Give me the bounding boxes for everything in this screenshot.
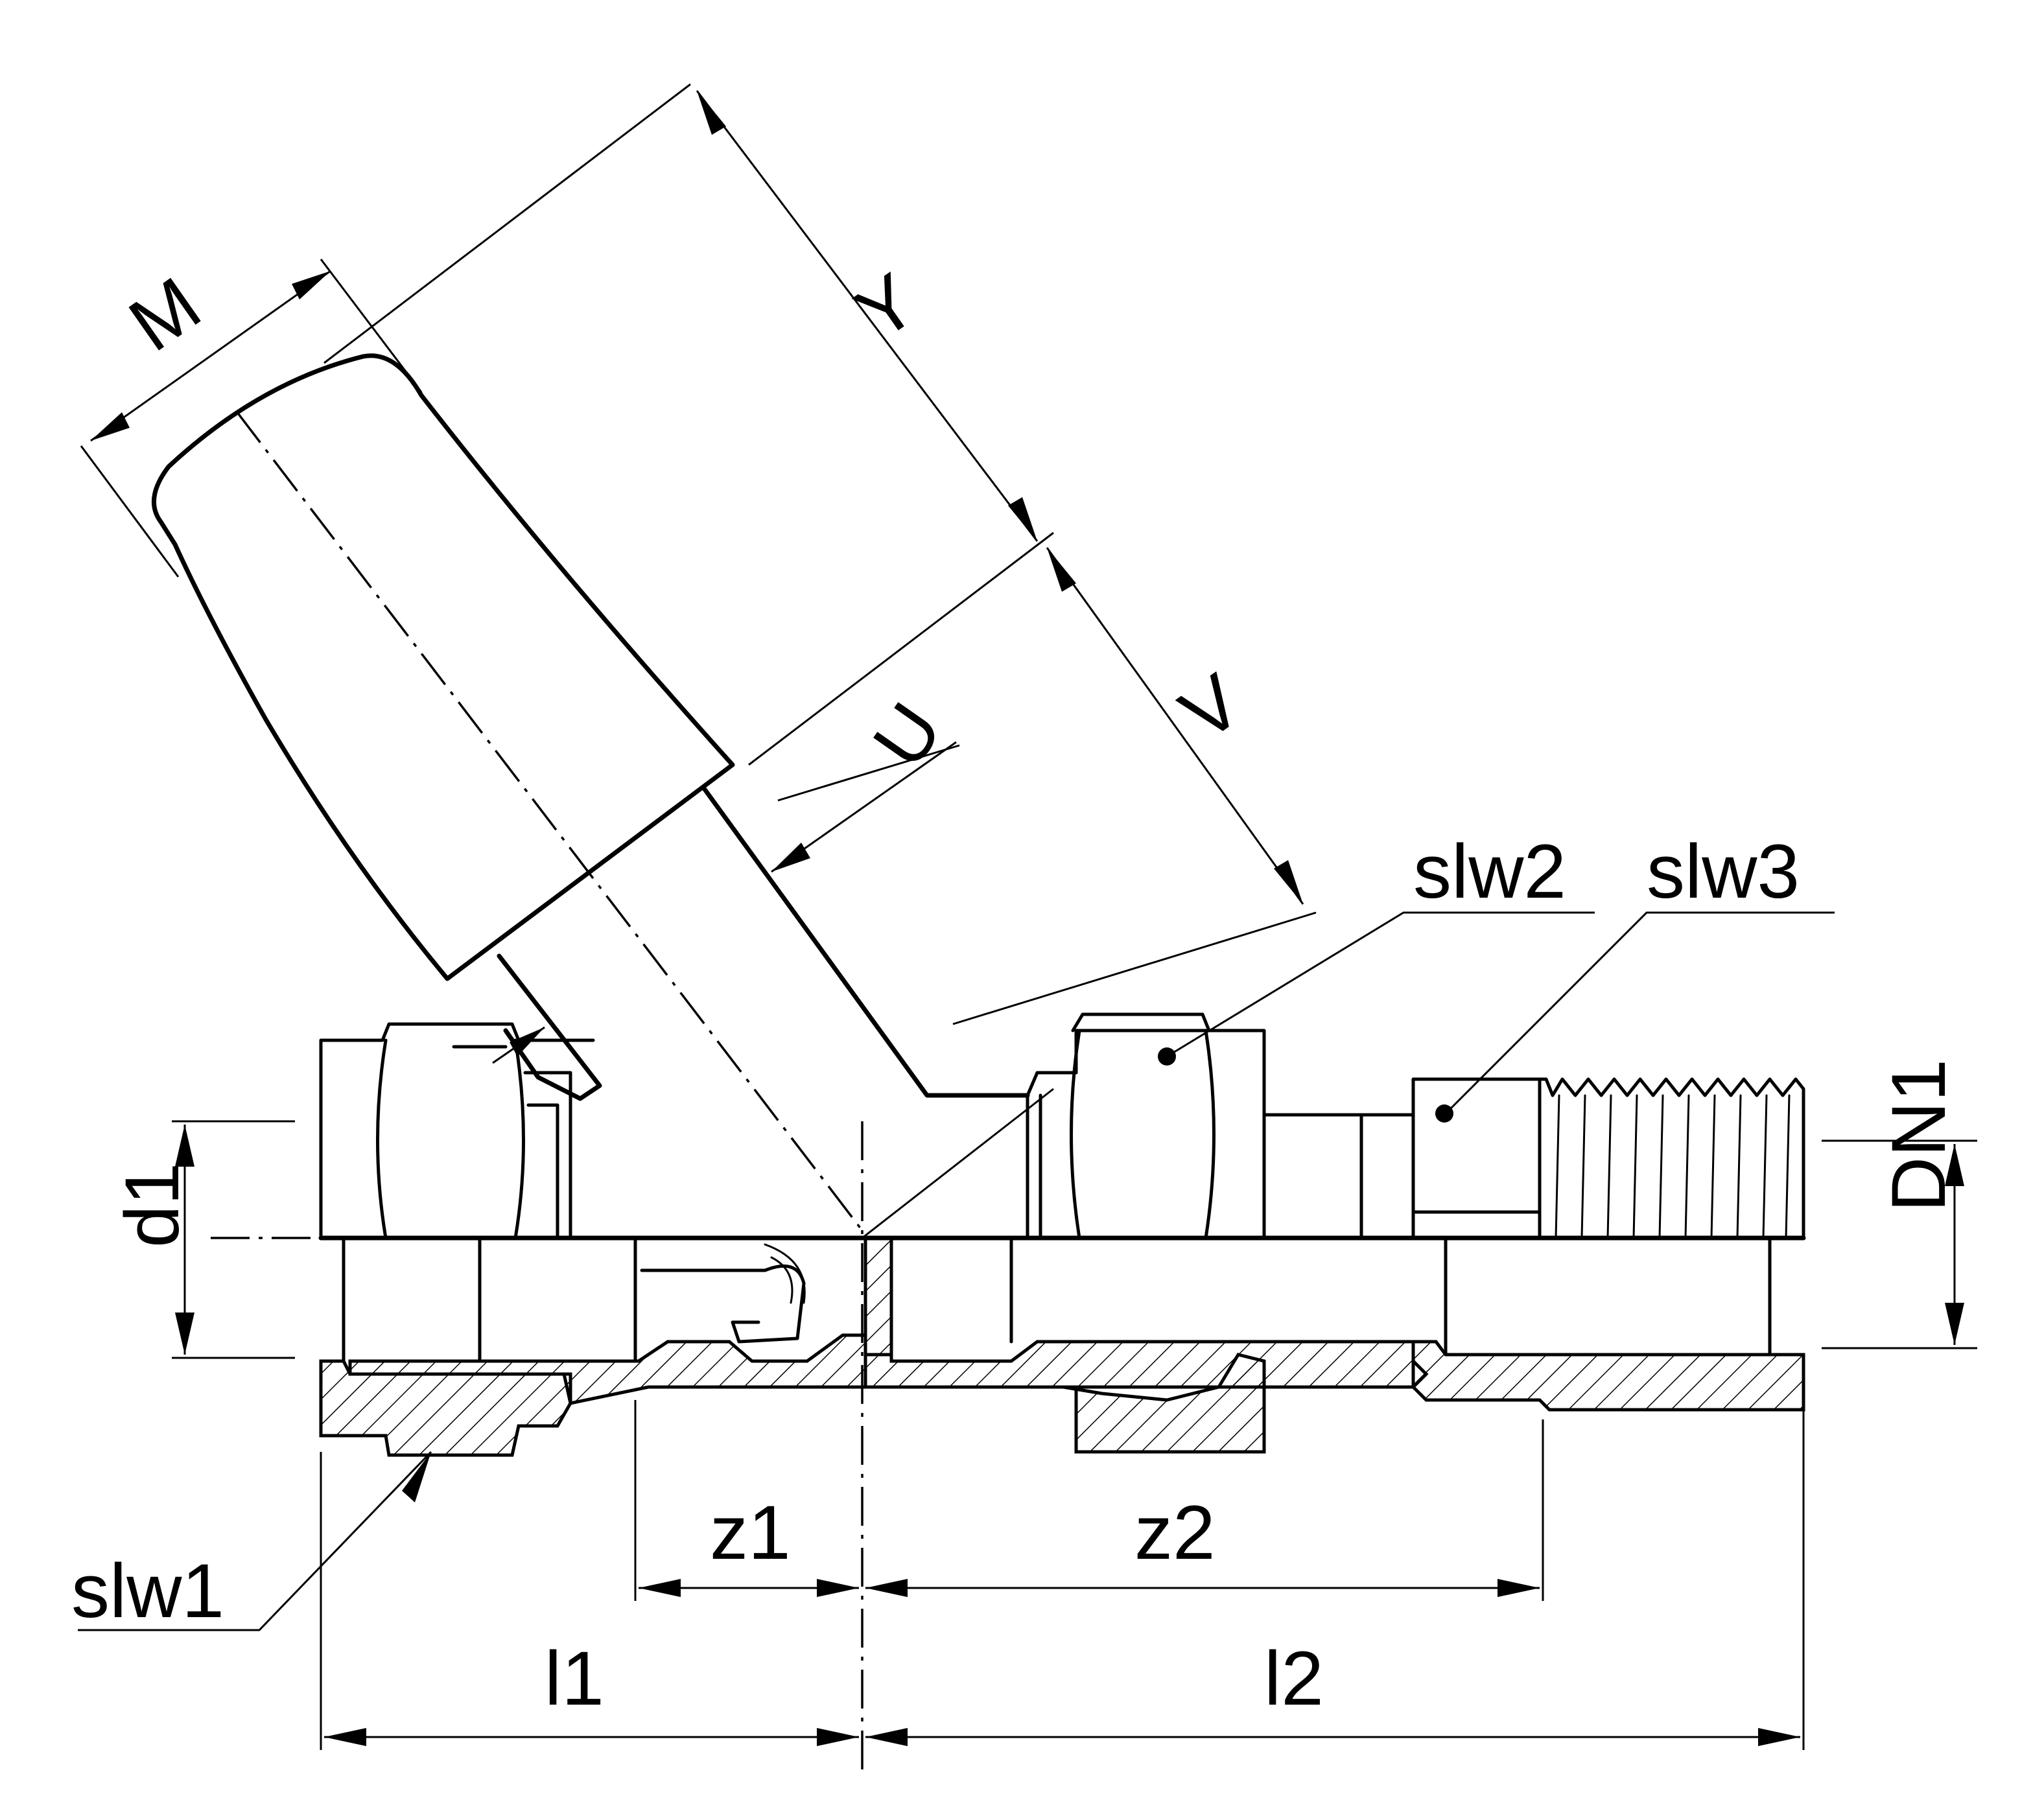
label-dn1: DN1 <box>1876 1059 1962 1212</box>
label-l1: l1 <box>545 1636 604 1721</box>
handle-axis <box>235 410 867 1236</box>
label-z1: z1 <box>710 1490 791 1576</box>
extension-lines <box>80 83 1317 1025</box>
dimension-v <box>1046 547 1304 905</box>
label-v: V <box>1166 658 1256 757</box>
leader-nut-arrow <box>492 1026 545 1064</box>
dimension-m <box>90 270 331 442</box>
label-z2: z2 <box>1134 1490 1216 1576</box>
valve-body <box>318 1012 1806 1457</box>
leader-slw2 <box>1158 911 1595 1066</box>
label-u: U <box>857 688 959 782</box>
label-slw1: slw1 <box>71 1548 224 1634</box>
label-slw2: slw2 <box>1413 829 1566 915</box>
leader-slw1 <box>78 1451 432 1631</box>
dimension-l2 <box>865 1728 1800 1746</box>
dimension-l1 <box>324 1728 859 1746</box>
dimension-u <box>771 741 957 873</box>
label-l2: l2 <box>1264 1636 1324 1721</box>
dimension-extension-lines <box>320 1400 1805 1750</box>
label-y: Y <box>841 257 932 356</box>
label-d1: d1 <box>110 1163 195 1248</box>
dimension-z2 <box>865 1579 1540 1597</box>
dimension-y <box>696 90 1039 542</box>
dimension-z1 <box>639 1579 859 1597</box>
dimension-dn1 <box>1822 1139 1977 1349</box>
valve-handle <box>151 353 1030 1101</box>
leader-slw3 <box>1435 911 1835 1123</box>
label-slw3: slw3 <box>1647 829 1800 915</box>
leader-axis <box>862 1088 1054 1239</box>
label-m: M <box>114 261 215 368</box>
dimension-d1 <box>172 1120 295 1359</box>
